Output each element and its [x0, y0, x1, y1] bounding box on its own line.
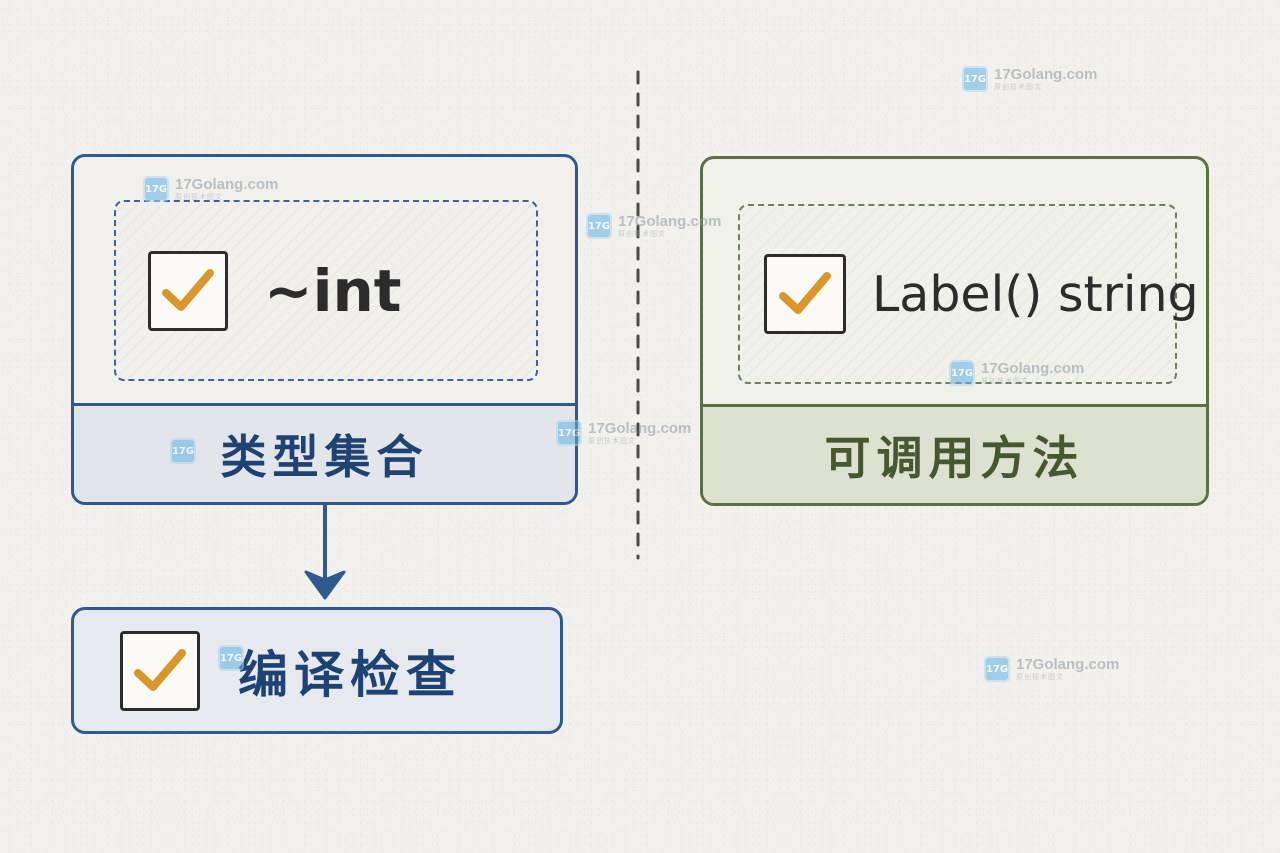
methods-footer-label: 可调用方法 — [703, 404, 1206, 503]
watermark-logo-icon: 17G — [949, 360, 975, 386]
compile-check-label: 编译检查 — [238, 645, 462, 704]
watermark-tagline: 原创技术图文 — [994, 83, 1042, 91]
watermark-tagline: 原创技术图文 — [981, 377, 1029, 385]
type-set-constraint-text: ~int — [264, 256, 402, 325]
methods-constraint-box: Label() string — [738, 204, 1199, 384]
methods-card: Label() string 可调用方法 — [700, 156, 1209, 506]
watermark-tagline: 原创技术图文 — [175, 193, 223, 201]
compile-check-checkbox — [120, 630, 200, 711]
watermark-logo-icon: 17G — [984, 656, 1010, 682]
watermark-tagline: 原创技术图文 — [1016, 673, 1064, 681]
watermark: 17G 17Golang.com 原创技术图文 — [962, 66, 1097, 92]
watermark: 17G 17Golang.com 原创技术图文 — [984, 656, 1119, 682]
watermark-tagline: 原创技术图文 — [588, 437, 636, 445]
type-set-footer-label: 类型集合 — [74, 403, 575, 502]
watermark-logo-icon: 17G — [218, 645, 244, 671]
watermark: 17G — [218, 645, 250, 671]
type-set-constraint-box: ~int — [114, 200, 538, 381]
type-set-checkbox — [148, 250, 228, 331]
watermark: 17G 17Golang.com 原创技术图文 — [143, 176, 278, 202]
methods-checkbox — [764, 254, 846, 334]
watermark-tagline: 原创技术图文 — [618, 230, 666, 238]
watermark-logo-icon: 17G — [556, 420, 582, 446]
watermark-logo-icon: 17G — [962, 66, 988, 92]
watermark: 17G 17Golang.com 原创技术图文 — [949, 360, 1084, 386]
divider-dashed-line — [636, 70, 640, 560]
watermark-logo-icon: 17G — [143, 176, 169, 202]
watermark: 17G 17Golang.com 原创技术图文 — [556, 420, 691, 446]
watermark: 17G 17Golang.com 原创技术图文 — [586, 213, 721, 239]
watermark: 17G — [170, 438, 202, 464]
checkmark-icon — [162, 268, 214, 311]
watermark-logo-icon: 17G — [586, 213, 612, 239]
watermark-site: 17Golang.com — [1016, 656, 1120, 673]
watermark-site: 17Golang.com — [588, 420, 692, 437]
checkmark-icon — [134, 648, 186, 691]
checkmark-icon — [779, 272, 831, 314]
watermark-logo-icon: 17G — [170, 438, 196, 464]
compile-check-card: 编译检查 — [71, 607, 563, 734]
watermark-site: 17Golang.com — [981, 360, 1085, 377]
methods-constraint-text: Label() string — [872, 265, 1199, 323]
watermark-site: 17Golang.com — [618, 213, 722, 230]
flow-arrow-down — [304, 504, 346, 600]
watermark-site: 17Golang.com — [994, 66, 1098, 83]
watermark-site: 17Golang.com — [175, 176, 279, 193]
type-set-card: ~int 类型集合 — [71, 154, 578, 505]
